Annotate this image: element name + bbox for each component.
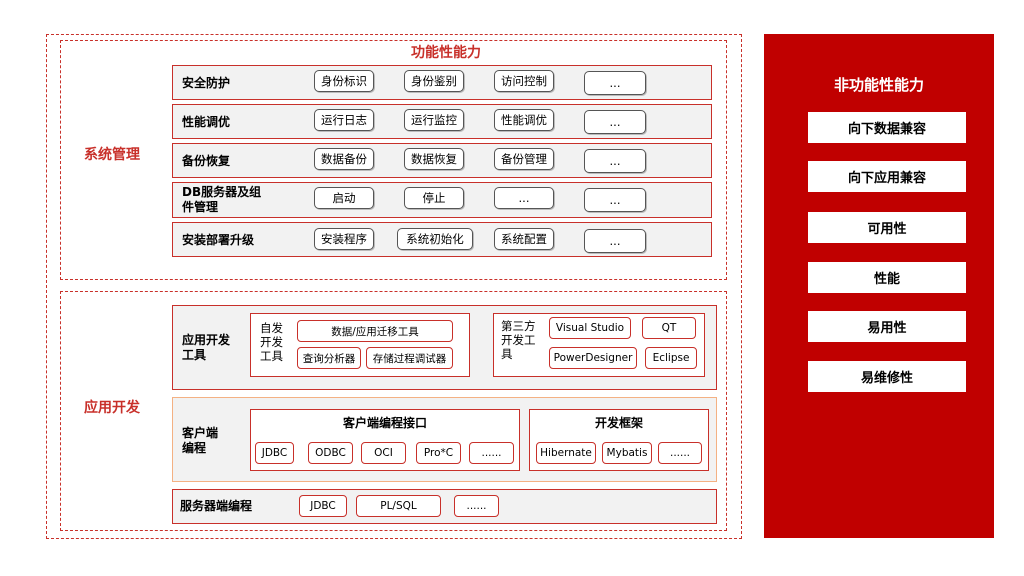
chip-data-restore: 数据恢复 — [404, 148, 464, 170]
chip-data-backup: 数据备份 — [314, 148, 374, 170]
row-label: 备份恢复 — [182, 154, 231, 168]
application-development-label: 应用开发 — [84, 400, 140, 416]
row-label: 安全防护 — [182, 76, 231, 90]
client-label-line1: 客户端 — [182, 426, 219, 440]
chip-jdbc: JDBC — [255, 442, 294, 464]
chip-more: ... — [584, 188, 646, 212]
chip-more: ... — [494, 187, 554, 209]
chip-installer: 安装程序 — [314, 228, 374, 250]
chip-proc: Pro*C — [416, 442, 461, 464]
functional-title: 功能性能力 — [411, 45, 481, 61]
nf-item-maintainability: 易维修性 — [808, 361, 966, 392]
nf-item-performance: 性能 — [808, 262, 966, 293]
chip-oci: OCI — [361, 442, 406, 464]
chip-migration-tool: 数据/应用迁移工具 — [297, 320, 453, 342]
chip-odbc: ODBC — [308, 442, 353, 464]
chip-more: ... — [584, 149, 646, 173]
chip-more: ...... — [658, 442, 702, 464]
chip-system-config: 系统配置 — [494, 228, 554, 250]
chip-qt: QT — [642, 317, 696, 339]
chip-hibernate: Hibernate — [536, 442, 596, 464]
chip-jdbc: JDBC — [299, 495, 347, 517]
chip-identity: 身份标识 — [314, 70, 374, 92]
dev-tools-label-line2: 工具 — [182, 348, 207, 362]
client-interface-title: 客户端编程接口 — [342, 416, 427, 430]
chip-start: 启动 — [314, 187, 374, 209]
chip-more: ...... — [454, 495, 499, 517]
server-programming-row — [172, 489, 717, 524]
chip-query-analyzer: 查询分析器 — [297, 347, 361, 369]
chip-more: ... — [584, 71, 646, 95]
non-functional-title: 非功能性能力 — [833, 76, 924, 94]
application-development-frame — [60, 291, 727, 531]
chip-visual-studio: Visual Studio — [549, 317, 631, 339]
chip-access-control: 访问控制 — [494, 70, 554, 92]
dev-framework-title: 开发框架 — [594, 416, 643, 430]
chip-procedure-debugger: 存储过程调试器 — [366, 347, 453, 369]
row-label-line1: DB服务器及组 — [182, 185, 262, 199]
chip-eclipse: Eclipse — [645, 347, 697, 369]
nf-item-data-compat: 向下数据兼容 — [808, 112, 966, 143]
chip-mybatis: Mybatis — [602, 442, 652, 464]
third-party-label-line3: 具 — [501, 347, 513, 361]
third-party-label-line2: 开发工 — [501, 333, 536, 347]
self-dev-label-line3: 工具 — [260, 349, 283, 363]
chip-plsql: PL/SQL — [356, 495, 441, 517]
nf-item-usability: 易用性 — [808, 311, 966, 342]
dev-tools-label-line1: 应用开发 — [182, 333, 231, 347]
server-programming-label: 服务器端编程 — [180, 499, 253, 513]
system-management-label: 系统管理 — [84, 147, 140, 163]
row-label: 安装部署升级 — [182, 233, 255, 247]
chip-stop: 停止 — [404, 187, 464, 209]
self-dev-label-line1: 自发 — [260, 321, 283, 335]
functional-outer-frame — [46, 34, 742, 539]
client-label-line2: 编程 — [182, 441, 207, 455]
chip-system-init: 系统初始化 — [397, 228, 473, 250]
nf-item-app-compat: 向下应用兼容 — [808, 161, 966, 192]
chip-more: ...... — [469, 442, 514, 464]
chip-authentication: 身份鉴别 — [404, 70, 464, 92]
self-dev-label-line2: 开发 — [260, 335, 283, 349]
chip-run-monitor: 运行监控 — [404, 109, 464, 131]
chip-backup-mgmt: 备份管理 — [494, 148, 554, 170]
third-party-label-line1: 第三方 — [501, 319, 536, 333]
nf-item-availability: 可用性 — [808, 212, 966, 243]
system-management-frame — [60, 40, 727, 280]
chip-more: ... — [584, 110, 646, 134]
chip-powerdesigner: PowerDesigner — [549, 347, 637, 369]
chip-more: ... — [584, 229, 646, 253]
row-label: 性能调优 — [182, 115, 231, 129]
row-label-line2: 件管理 — [182, 200, 219, 214]
chip-run-log: 运行日志 — [314, 109, 374, 131]
chip-perf-tuning: 性能调优 — [494, 109, 554, 131]
